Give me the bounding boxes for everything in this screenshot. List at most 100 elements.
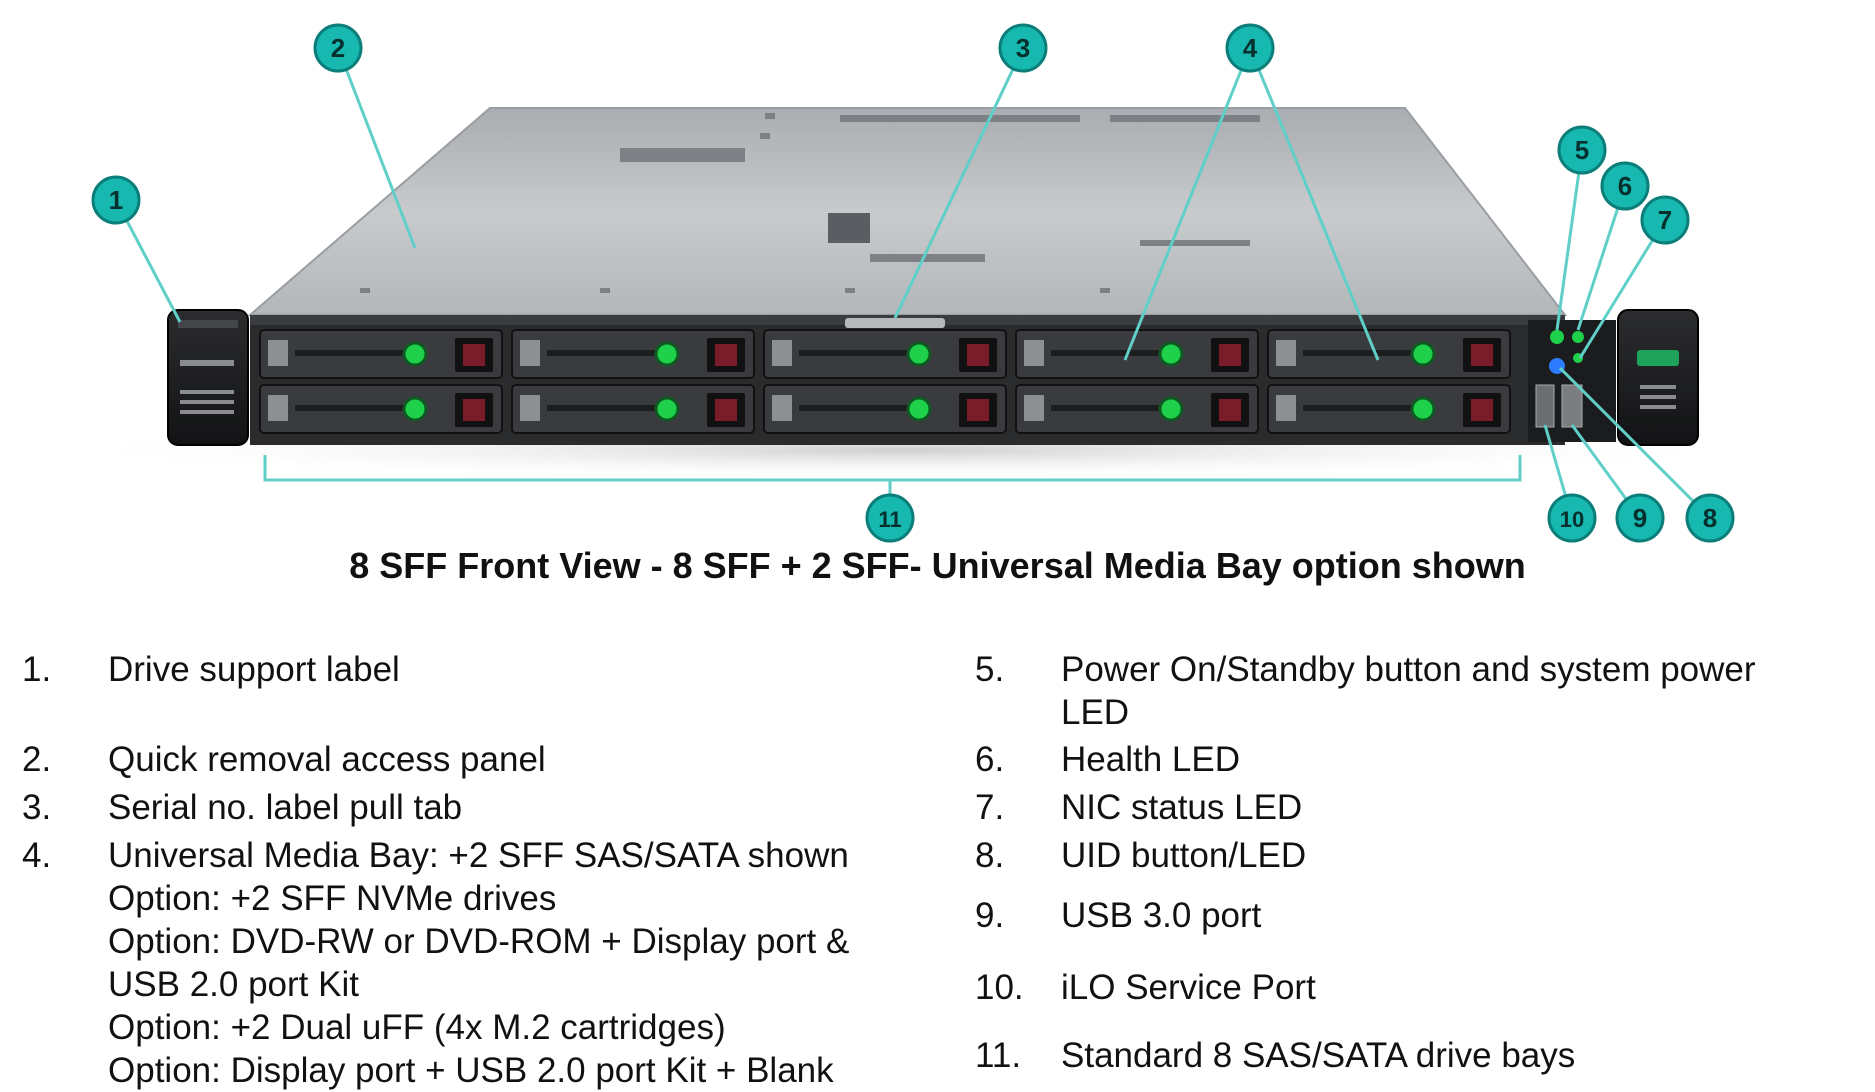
callout-circle — [998, 23, 1048, 73]
access-panel — [247, 107, 1568, 316]
callout-number: 6 — [1618, 171, 1632, 201]
access-panel-markings — [360, 113, 1260, 293]
drive-label — [520, 395, 540, 421]
legend-item-line: LED — [1061, 693, 1130, 732]
drive-activity-led — [654, 341, 680, 367]
callout-10: 10 — [1547, 493, 1597, 543]
drive-release-latch[interactable] — [715, 344, 737, 366]
callout-number: 10 — [1560, 507, 1584, 532]
legend-left-column: 1. Drive support label 2. Quick removal acc… — [22, 648, 962, 1090]
legend-item-text: Universal Media Bay: +2 SFF SAS/SATA sho… — [108, 834, 849, 1092]
ilo-service-port — [1535, 384, 1555, 428]
legend-item-text: iLO Service Port — [1061, 966, 1316, 1009]
callout-circle — [865, 493, 915, 543]
drive-activity-led — [402, 396, 428, 422]
drive-bay[interactable] — [1267, 384, 1511, 434]
callout-11: 11 — [865, 493, 915, 543]
health-led — [1572, 331, 1584, 343]
callout-circle — [1225, 23, 1275, 73]
legend-item-text: Power On/Standby button and system power… — [1061, 648, 1756, 734]
figure-caption: 8 SFF Front View - 8 SFF + 2 SFF- Univer… — [349, 545, 1526, 586]
drive-activity-led — [906, 396, 932, 422]
callout-number: 8 — [1703, 503, 1717, 533]
drive-activity-led — [1158, 396, 1184, 422]
legend-item-line: Option: +2 SFF NVMe drives — [108, 879, 557, 918]
callout-circle — [1557, 125, 1607, 175]
legend-item-line: Standard 8 SAS/SATA drive bays — [1061, 1036, 1576, 1075]
callout-7: 7 — [1640, 195, 1690, 245]
drive-bay[interactable] — [511, 384, 755, 434]
legend-item-number: 7. — [975, 788, 1005, 827]
usb-3-port — [1561, 384, 1583, 428]
legend-item-text: USB 3.0 port — [1061, 894, 1261, 937]
legend-item-line: Quick removal access panel — [108, 740, 546, 779]
legend-item-line: Serial no. label pull tab — [108, 788, 463, 827]
legend-item-text: Serial no. label pull tab — [108, 786, 462, 829]
callout-number: 11 — [878, 507, 901, 532]
callout-circle — [1685, 493, 1735, 543]
drive-bay[interactable] — [763, 329, 1007, 379]
legend-item-text: Quick removal access panel — [108, 738, 546, 781]
callout-2: 2 — [313, 23, 363, 73]
serial-label-pull-tab — [845, 318, 945, 328]
drive-slot — [547, 350, 667, 356]
drive-bays — [259, 329, 1511, 434]
legend-item-text: Drive support label — [108, 648, 400, 691]
drive-release-latch[interactable] — [715, 399, 737, 421]
drive-bay[interactable] — [763, 384, 1007, 434]
legend-item-line: Option: +2 Dual uFF (4x M.2 cartridges) — [108, 1008, 726, 1047]
drive-bay[interactable] — [1015, 329, 1259, 379]
drive-release-latch[interactable] — [967, 344, 989, 366]
drive-bay[interactable] — [1267, 329, 1511, 379]
callout-5: 5 — [1557, 125, 1607, 175]
drive-bay[interactable] — [1015, 384, 1259, 434]
drive-activity-led — [1410, 396, 1436, 422]
legend-item-text: Standard 8 SAS/SATA drive bays — [1061, 1034, 1575, 1077]
legend-item-number: 2. — [22, 740, 52, 779]
drive-release-latch[interactable] — [1471, 399, 1493, 421]
drive-bay[interactable] — [511, 329, 755, 379]
drive-slot — [1303, 405, 1423, 411]
drive-slot — [1051, 405, 1171, 411]
drive-label — [268, 395, 288, 421]
drive-bay[interactable] — [259, 384, 503, 434]
drive-release-latch[interactable] — [463, 344, 485, 366]
callout-6: 6 — [1600, 161, 1650, 211]
legend-item-number: 3. — [22, 788, 52, 827]
callout-number: 4 — [1243, 33, 1258, 63]
drive-release-latch[interactable] — [1471, 344, 1493, 366]
callout-number: 9 — [1633, 503, 1647, 533]
drive-activity-led — [654, 396, 680, 422]
right-rack-ear — [1617, 309, 1699, 446]
legend-item-line: Option: DVD-RW or DVD-ROM + Display port… — [108, 922, 850, 961]
drive-activity-led — [906, 341, 932, 367]
drive-label — [1276, 340, 1296, 366]
drive-release-latch[interactable] — [1219, 344, 1241, 366]
legend-item-number: 9. — [975, 896, 1005, 935]
power-button-led — [1550, 330, 1564, 344]
drive-slot — [295, 405, 415, 411]
legend-item-number: 10. — [975, 968, 1024, 1007]
drive-slot — [295, 350, 415, 356]
legend-item-line: USB 2.0 port Kit — [108, 965, 359, 1004]
drive-slot — [1303, 350, 1423, 356]
legend-item-number: 11. — [975, 1036, 1022, 1075]
drive-release-latch[interactable] — [967, 399, 989, 421]
callout-8: 8 — [1685, 493, 1735, 543]
legend-item-line: USB 3.0 port — [1061, 896, 1262, 935]
legend-item-line: NIC status LED — [1061, 788, 1303, 827]
drive-release-latch[interactable] — [1219, 399, 1241, 421]
legend-item-line: Health LED — [1061, 740, 1240, 779]
left-rack-ear — [167, 309, 249, 446]
legend-item-line: Drive support label — [108, 650, 400, 689]
callout-circle — [1600, 161, 1650, 211]
legend-item-number: 4. — [22, 836, 52, 875]
legend-item-number: 1. — [22, 650, 52, 689]
legend-item-line: Option: Display port + USB 2.0 port Kit … — [108, 1051, 834, 1090]
drive-bay[interactable] — [259, 329, 503, 379]
drive-slot — [547, 405, 667, 411]
legend-item-line: iLO Service Port — [1061, 968, 1316, 1007]
drive-release-latch[interactable] — [463, 399, 485, 421]
